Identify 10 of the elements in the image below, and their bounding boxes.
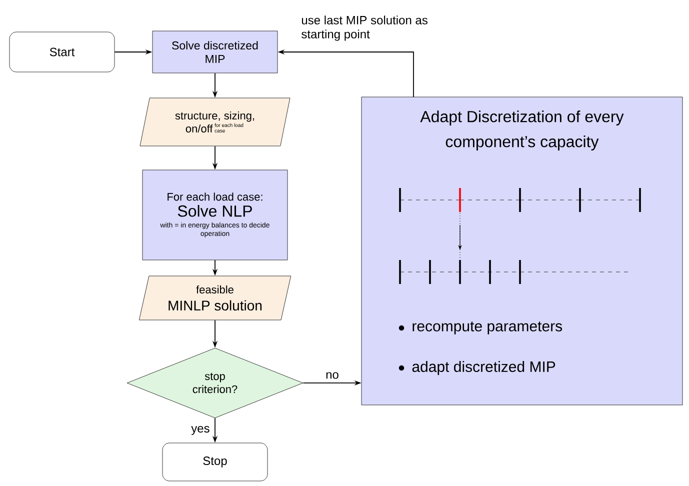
bullet-text: adapt discretized MIP <box>412 361 556 375</box>
terminal-box: Stop <box>162 442 268 482</box>
edge-label: use last MIP solution as starting point <box>300 14 438 42</box>
process-box: Solve discretized MIP <box>152 30 278 74</box>
process-box: Adapt Discretization of every component’s capacity recompute parameters adapt discretized MIP <box>361 96 683 406</box>
terminal-box: Start <box>9 32 115 72</box>
edge-label: yes <box>190 425 211 436</box>
data-parallelogram: feasible MINLP solution <box>138 276 292 320</box>
edge-label: no <box>324 371 340 380</box>
bullet-text: recompute parameters <box>412 322 562 334</box>
